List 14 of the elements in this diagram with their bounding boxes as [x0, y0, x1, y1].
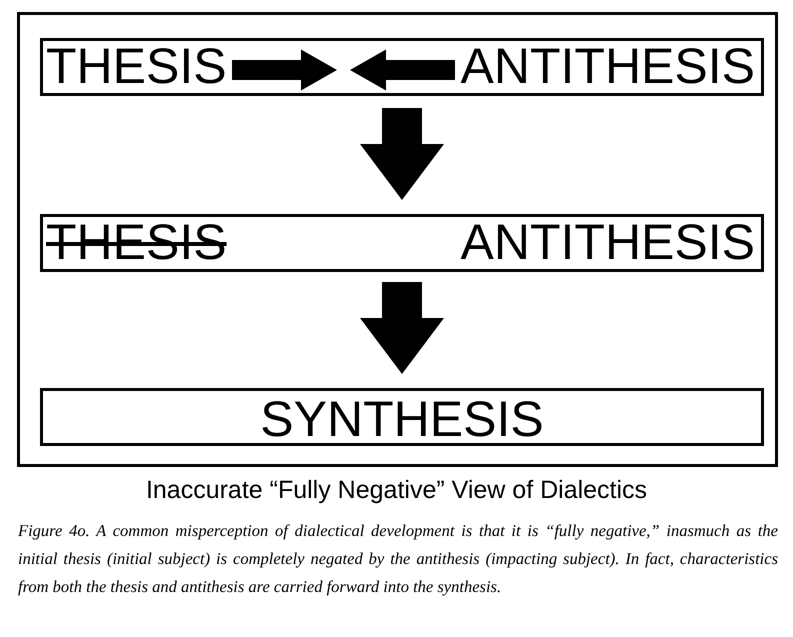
figure-caption: Figure 4o. A common misperception of dialectical development is that it is “fully negative,” inasmuch as the initial thesis (initial subject) is completely negated by the antithesis (impacting subject). In fact, characteristics from both the thesis and antithesis are carried forward into the synthesis. [18, 520, 778, 598]
block-arrow [360, 108, 444, 200]
block-arrow [232, 50, 337, 90]
row-box [40, 38, 764, 96]
struck-label: THESIS [46, 214, 228, 270]
block-arrow [350, 50, 455, 90]
diagram-frame [17, 12, 778, 467]
result-box: SYNTHESIS [40, 388, 764, 446]
diagram-title: Inaccurate “Fully Negative” View of Dialectics [144, 476, 648, 505]
block-arrow [360, 282, 444, 374]
row-label: ANTITHESIS [459, 38, 755, 94]
row-label: ANTITHESIS [459, 214, 755, 270]
row-box [40, 214, 764, 272]
row-label: THESIS [46, 38, 228, 94]
